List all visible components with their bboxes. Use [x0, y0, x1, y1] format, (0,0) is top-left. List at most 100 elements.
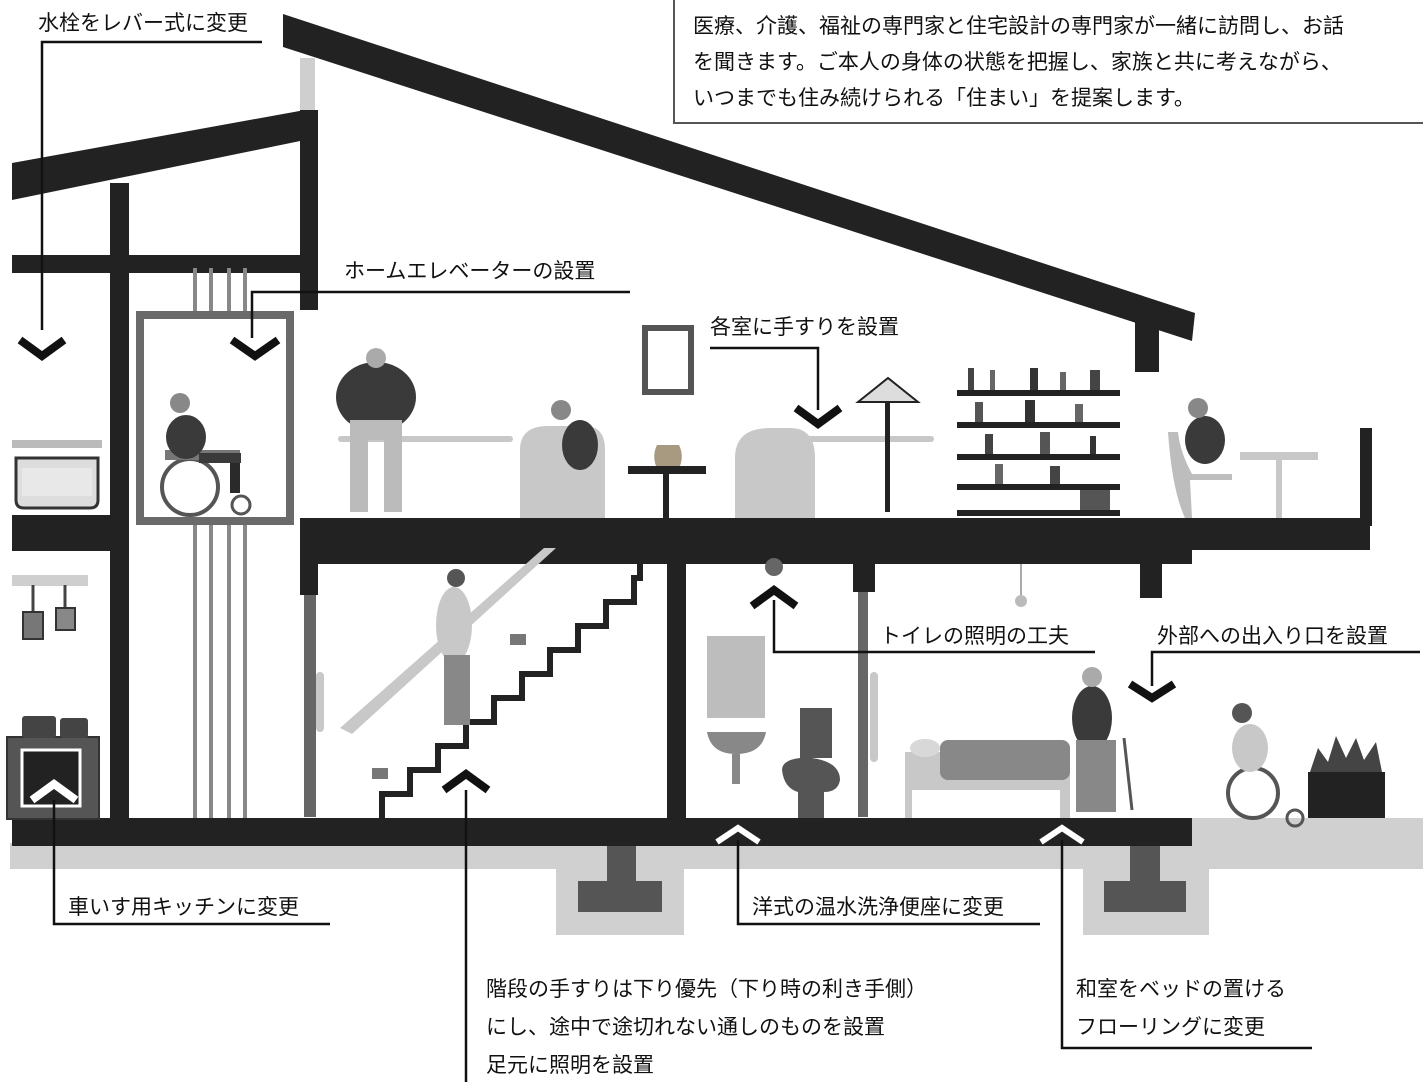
bed-blanket — [940, 740, 1070, 780]
label-stairs-line: にし、途中で途切れない通しのものを設置 — [486, 1015, 885, 1039]
ground-strip — [10, 843, 1423, 869]
label-kitchen: 車いす用キッチンに変更 — [68, 895, 299, 919]
label-elevator: ホームエレベーターの設置 — [344, 259, 596, 283]
elevator-rail — [193, 268, 197, 818]
label-flooring-line: フローリングに変更 — [1076, 1015, 1265, 1039]
picture-frame — [642, 325, 694, 395]
cafe-table-top — [1240, 452, 1318, 460]
left-wall-shelf — [12, 515, 110, 551]
walking-cane — [1122, 737, 1134, 811]
chevron-up-icon — [1039, 824, 1085, 845]
main-roof — [283, 14, 1195, 341]
upper-right-wall — [1360, 428, 1372, 526]
hanging-pan — [55, 607, 76, 631]
label-stairs-line: 階段の手すりは下り優先（下り時の利き手側） — [486, 977, 927, 1001]
stair-step-light — [372, 768, 388, 779]
wheelchair-small-wheel — [230, 494, 252, 516]
leader-line-handrails — [710, 346, 820, 410]
info-line: いつまでも住み続けられる「住まい」を提案します。 — [693, 86, 1195, 110]
label-faucet: 水栓をレバー式に変更 — [38, 11, 248, 35]
leader-line-toilet-seat — [736, 840, 1040, 926]
toilet-light — [765, 558, 783, 576]
leader-line-elevator — [250, 290, 630, 338]
stair-person-head — [447, 569, 465, 587]
basin-pipe — [732, 754, 740, 784]
label-toilet-light: トイレの照明の工夫 — [880, 624, 1069, 648]
lower-post-gray — [304, 595, 316, 817]
elevator-person-shin — [230, 463, 240, 493]
outside-wheelchair-small-wheel — [1285, 808, 1305, 828]
right-eave-post — [1135, 320, 1159, 372]
info-line: 医療、介護、福祉の専門家と住宅設計の専門家が一緒に訪問し、お話 — [693, 14, 1344, 38]
chevron-up-icon — [29, 779, 79, 804]
hanging-pan — [22, 611, 44, 640]
label-stairs-line: 足元に照明を設置 — [486, 1053, 654, 1077]
side-table-leg — [663, 474, 669, 518]
upper-beam-drop — [1140, 550, 1162, 598]
chevron-down-icon — [1127, 680, 1177, 703]
toilet — [782, 708, 840, 818]
wash-basin — [707, 732, 766, 754]
seated-man-head — [551, 400, 571, 420]
cane-man-head — [1082, 667, 1102, 687]
info-line: を聞きます。ご本人の身体の状態を把握し、家族と共に考えながら、 — [693, 50, 1342, 74]
floor-lamp-stem — [885, 402, 890, 512]
chevron-down-icon — [17, 336, 67, 361]
elevator-rail — [227, 268, 231, 818]
cane-man-legs — [1076, 740, 1116, 812]
standing-woman-head — [366, 348, 386, 368]
vase — [654, 445, 682, 466]
side-table-top — [628, 466, 706, 474]
leader-line-faucet — [40, 40, 262, 330]
chevron-up-icon — [715, 824, 761, 845]
roof-post-light — [300, 58, 315, 110]
leader-line-toilet-light — [772, 600, 1095, 654]
sink-counter — [12, 440, 102, 448]
reading-woman-body — [1185, 416, 1225, 464]
outside-wheelchair-wheel — [1226, 766, 1280, 820]
lower-post — [667, 550, 686, 822]
elevator-person-legs — [199, 453, 241, 463]
chevron-down-icon — [793, 404, 843, 429]
lower-post — [300, 550, 318, 595]
wall-handrail — [316, 672, 324, 732]
leader-line-exit — [1150, 650, 1420, 686]
left-shelf-light — [12, 575, 88, 586]
bed-pillow — [910, 739, 940, 757]
upper-floor-beam — [300, 550, 1192, 564]
standing-woman-body — [336, 362, 416, 432]
leader-line-flooring — [1060, 840, 1312, 1050]
left-roof-beam — [12, 255, 318, 273]
armchair-right — [735, 428, 815, 518]
stair-person-legs — [444, 655, 470, 725]
ground-floor-slab — [12, 818, 1192, 846]
leader-line-kitchen — [52, 800, 330, 926]
standing-woman-legs — [350, 420, 402, 512]
label-toilet-seat: 洋式の温水洗浄便座に変更 — [752, 895, 1004, 919]
elevator-rail — [243, 268, 247, 818]
chevron-up-icon — [441, 769, 491, 794]
reading-chair — [1168, 432, 1232, 518]
planter-box — [1308, 772, 1385, 818]
label-exit: 外部への出入り口を設置 — [1157, 624, 1388, 648]
chevron-up-icon — [749, 585, 799, 610]
ground-right — [1190, 818, 1423, 869]
cane-man-body — [1072, 686, 1112, 750]
elevator-person-head — [170, 393, 190, 413]
pendant-bulb — [1015, 595, 1027, 607]
kitchen-pot — [22, 716, 56, 738]
planter-plant — [1310, 736, 1382, 772]
left-roof — [12, 110, 305, 200]
bookshelf — [957, 368, 1120, 516]
seated-man-body — [562, 420, 598, 470]
label-flooring-line: 和室をベッドの置ける — [1076, 977, 1286, 1001]
lower-post-gray — [858, 592, 868, 817]
foundation-footing-left — [578, 843, 662, 912]
left-post — [110, 183, 129, 823]
lower-post — [853, 550, 875, 592]
reading-woman-head — [1188, 398, 1208, 418]
upper-floor-slab — [300, 518, 1370, 550]
floor-lamp-shade — [855, 376, 921, 403]
